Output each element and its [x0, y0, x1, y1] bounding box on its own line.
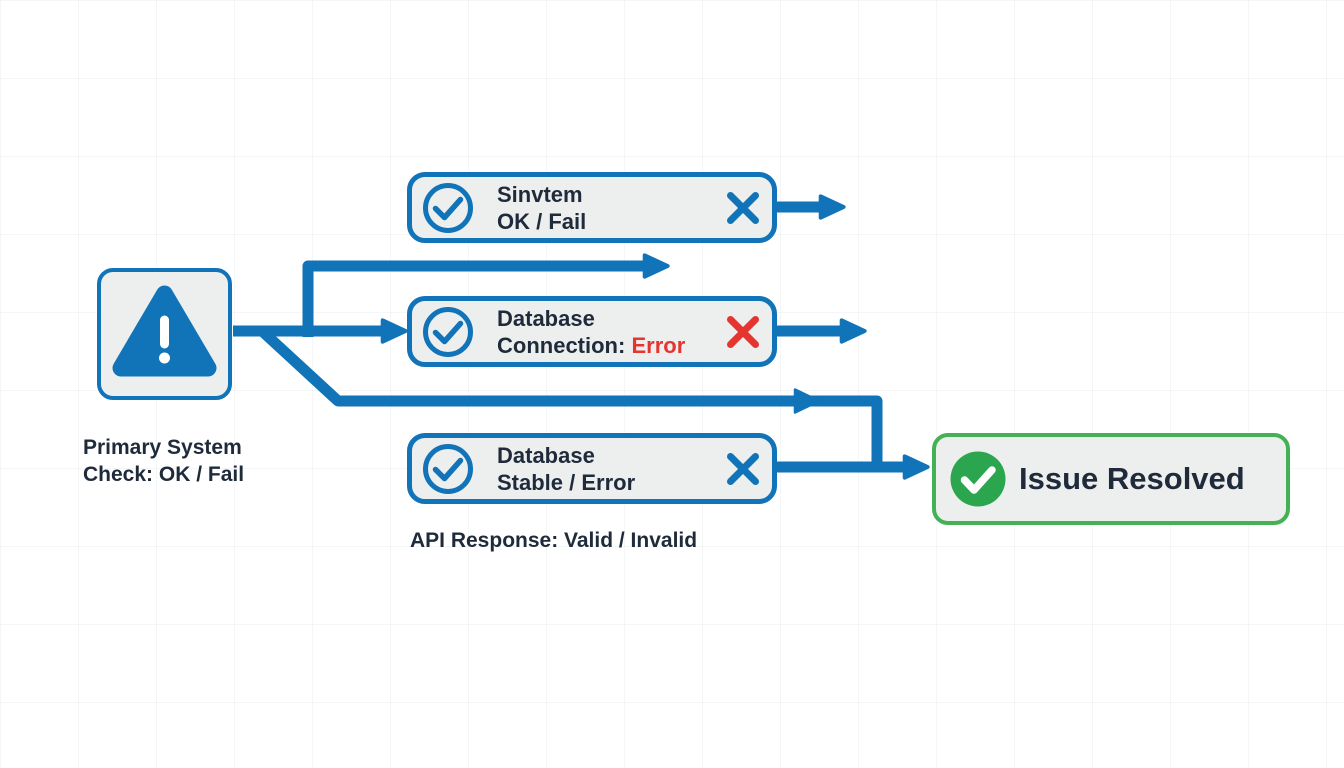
primary-caption-line1: Primary System [83, 436, 242, 459]
check-node-stable-line1: Database [497, 442, 595, 468]
check-circle-icon [423, 443, 473, 494]
issue-resolved-node: Issue Resolved [932, 433, 1290, 525]
check-node-stable-label: Database Stable / Error [497, 442, 635, 496]
check-node-connection: Database Connection: Error [407, 296, 777, 367]
issue-resolved-label: Issue Resolved [1019, 461, 1245, 496]
check-node-stable: Database Stable / Error [407, 433, 777, 504]
inline-arrowhead [793, 388, 821, 414]
primary-system-node [97, 268, 232, 400]
x-mark-icon [727, 452, 759, 485]
check-node-connection-label: Database Connection: Error [497, 305, 685, 359]
check-node-connection-line1: Database [497, 305, 595, 331]
x-mark-red-icon [727, 315, 759, 348]
primary-caption-line2: Check: OK / Fail [83, 463, 245, 486]
api-response-caption: API Response: Valid / Invalid [410, 529, 698, 552]
warning-triangle-icon [112, 285, 217, 377]
check-circle-icon [423, 182, 473, 233]
check-circle-green-icon [950, 451, 1006, 507]
primary-system-caption: Primary System Check: OK / Fail [83, 434, 244, 488]
check-circle-icon [423, 306, 473, 357]
x-mark-icon [727, 191, 759, 224]
check-node-connection-line2: Connection: Error [497, 332, 686, 358]
check-node-system-label: Sinvtem OK / Fail [497, 181, 586, 235]
check-node-stable-line2: Stable / Error [497, 469, 636, 495]
check-node-system-line2: OK / Fail [497, 208, 587, 234]
check-node-system-line1: Sinvtem [497, 181, 583, 207]
check-node-system: Sinvtem OK / Fail [407, 172, 777, 243]
error-status-text: Error [631, 332, 686, 358]
